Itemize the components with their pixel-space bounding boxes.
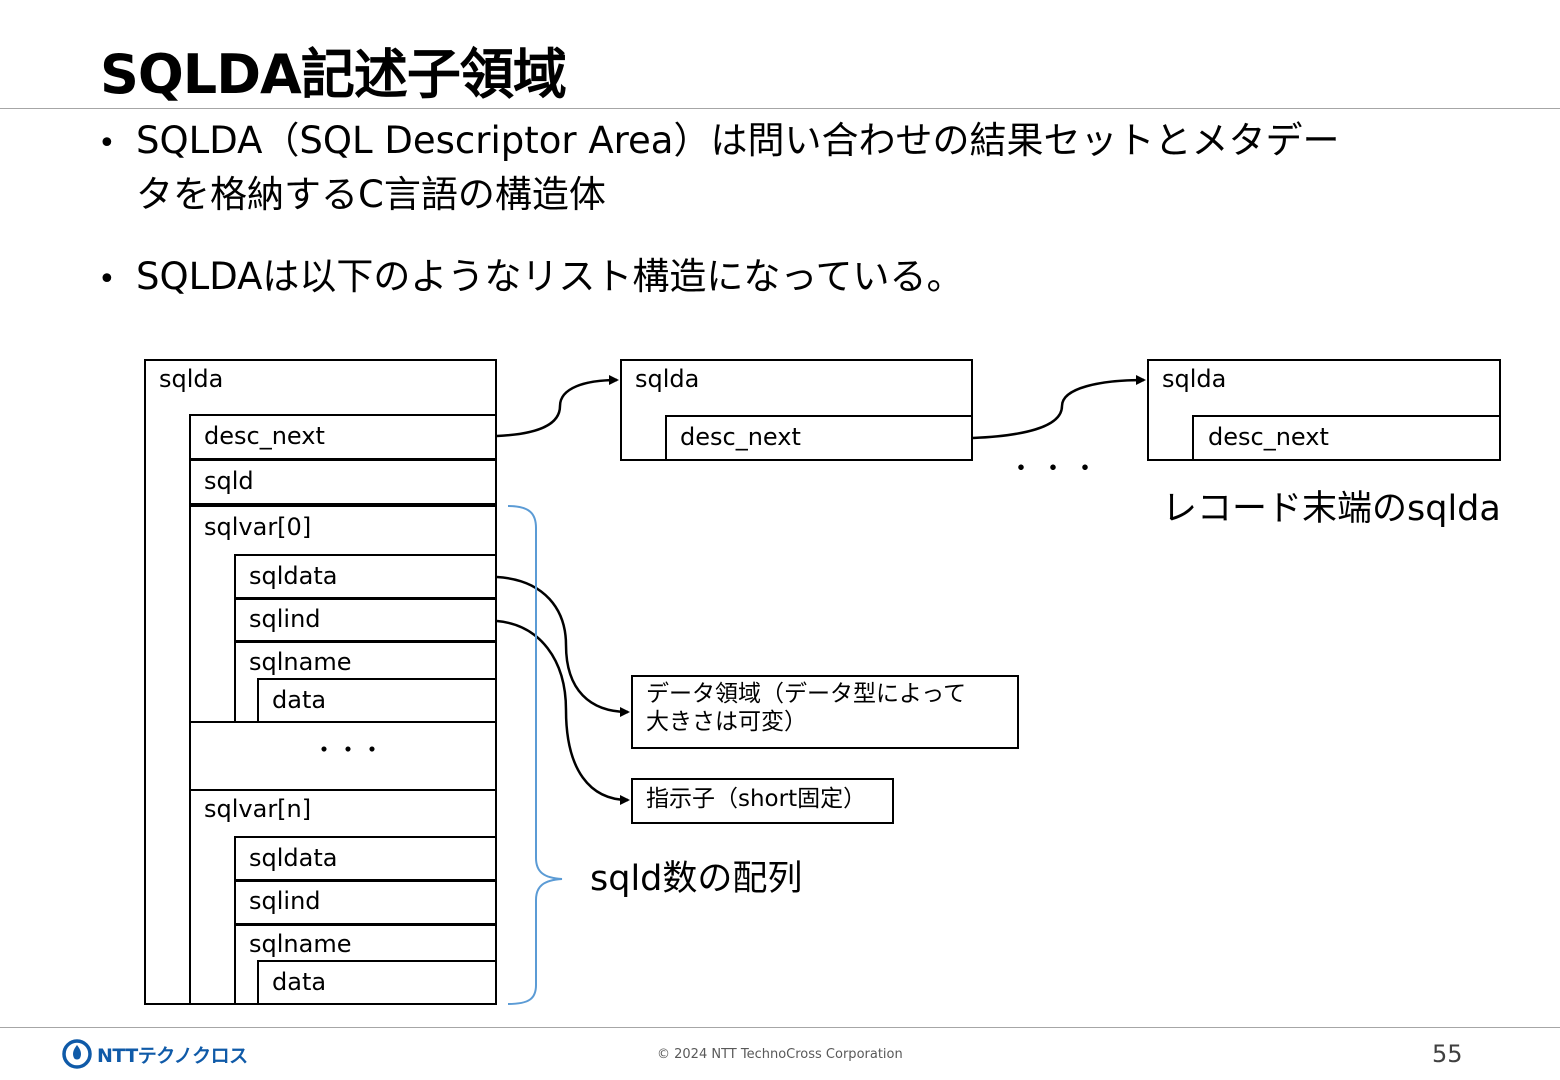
sqlvar-n-sqlname-label: sqlname <box>249 930 352 958</box>
sqldata-to-data-area-arrow <box>496 575 630 717</box>
chain-ellipsis: ・・・ <box>1008 454 1105 484</box>
sqlvar-0-sqlname-label: sqlname <box>249 648 352 676</box>
data-area-note-line-1: データ領域（データ型によって <box>646 681 967 707</box>
slide-title: SQLDA記述子領域 <box>100 43 567 106</box>
sqlind-to-indicator-arrow <box>496 619 630 805</box>
bullet-1-line-1: SQLDA（SQL Descriptor Area）は問い合わせの結果セットとメ… <box>136 119 1340 162</box>
bullet-1: SQLDA（SQL Descriptor Area）は問い合わせの結果セットとメ… <box>136 114 1339 222</box>
footer-logo-text: NTTテクノクロス <box>97 1045 248 1067</box>
desc-next-link-2 <box>972 375 1146 440</box>
sqlvar-0-sqlind-field <box>234 598 497 642</box>
sqlda-third-desc-next-label: desc_next <box>1208 423 1329 451</box>
last-record-caption: レコード末端のsqlda <box>1162 489 1501 529</box>
indicator-note: 指示子（short固定） <box>646 786 867 812</box>
sqlvar-n-data-field <box>257 960 497 1005</box>
sqlvar-0-data-field <box>257 678 497 723</box>
sqlvar-n-sqlind-field <box>234 880 497 925</box>
footer-copyright: © 2024 NTT TechnoCross Corporation <box>657 1047 903 1062</box>
data-area-note-line-2: 大きさは可変） <box>646 709 807 735</box>
sqlda-third-desc-next-field <box>1192 415 1501 461</box>
page-number: 55 <box>1432 1040 1463 1068</box>
sqlvar-0-label: sqlvar[0] <box>204 513 312 541</box>
sqlvar-array-brace <box>507 505 563 1005</box>
bullet-2: SQLDAは以下のようなリスト構造になっている。 <box>136 255 964 298</box>
data-area-note-box <box>631 675 1019 749</box>
footer-divider <box>0 1027 1560 1028</box>
sqlvar-n-data-label: data <box>272 968 327 996</box>
sqlvar-0-data-label: data <box>272 686 327 714</box>
ntt-logo-icon <box>62 1039 92 1069</box>
desc-next-label: desc_next <box>204 422 325 450</box>
sqlvar-ellipsis: ・・・ <box>312 736 384 764</box>
title-divider <box>0 108 1560 109</box>
sqld-label: sqld <box>204 467 254 495</box>
data-area-note: データ領域（データ型によって 大きさは可変） <box>646 680 966 736</box>
sqlvar-n-label: sqlvar[n] <box>204 795 312 823</box>
sqlda-second-desc-next-field <box>665 415 973 461</box>
sqlvar-n-sqlind-label: sqlind <box>249 887 321 915</box>
sqlvar-n-sqldata-label: sqldata <box>249 844 338 872</box>
bullet-marker-1: • <box>98 126 116 161</box>
indicator-note-box <box>631 778 894 824</box>
bullet-1-line-2: タを格納するC言語の構造体 <box>136 173 606 216</box>
sqlvar-0-sqldata-field <box>234 554 497 599</box>
bullet-marker-2: • <box>98 262 116 297</box>
array-caption: sqld数の配列 <box>590 859 803 899</box>
sqlvar-ellipsis-row <box>189 721 497 791</box>
sqld-field <box>189 459 497 505</box>
sqlda-second-header: sqlda <box>635 365 700 393</box>
sqlvar-0-sqldata-label: sqldata <box>249 562 338 590</box>
sqlvar-0-sqlind-label: sqlind <box>249 605 321 633</box>
sqlda-main-header: sqlda <box>159 365 224 393</box>
sqlda-third-header: sqlda <box>1162 365 1227 393</box>
sqlda-second-desc-next-label: desc_next <box>680 423 801 451</box>
desc-next-link-1 <box>496 375 619 438</box>
